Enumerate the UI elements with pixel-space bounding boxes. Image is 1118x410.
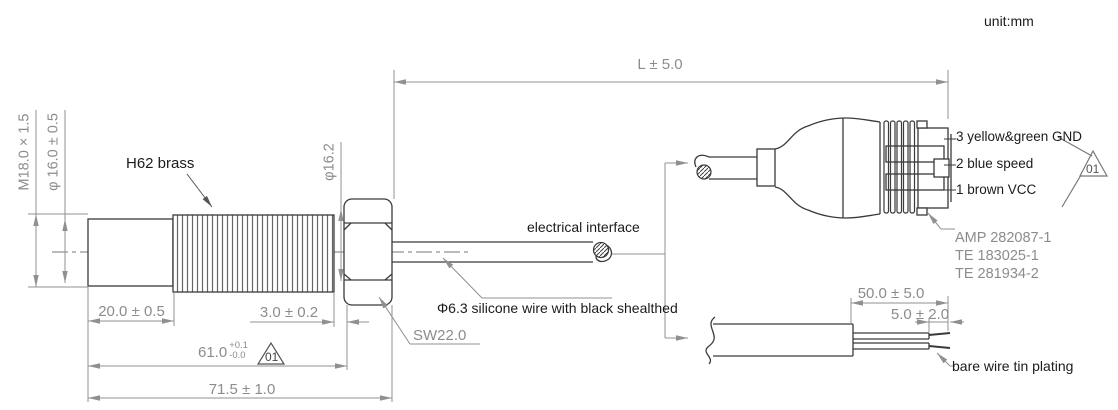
revision-flag-thread: [256, 341, 286, 365]
dimension-stripped-length: [850, 296, 949, 331]
tol-minus: -0.0: [229, 349, 246, 361]
probe-body: [87, 218, 174, 287]
center-tab: [933, 158, 950, 178]
thread-section: [172, 214, 335, 293]
tinned-tip-top: [928, 332, 951, 336]
latch-bar-bottom: [885, 173, 945, 191]
revision-flag-thread-label: 01: [265, 350, 279, 364]
dimension-thread-spec: [28, 110, 88, 288]
thread-length-value: 61.0: [198, 344, 228, 361]
cable-curl: [595, 244, 613, 263]
leader-wrench-size: [378, 296, 480, 345]
dimension-cable-length: [393, 70, 949, 199]
dim-label-probe-diameter: φ 16.0 ± 0.5: [45, 113, 62, 191]
cable-spec-label: Φ6.3 silicone wire with black shealthed: [437, 300, 678, 316]
hex-nut: [343, 198, 393, 306]
pin1-label: 1 brown VCC: [956, 182, 1037, 197]
sensor-cable: [392, 241, 613, 263]
pigtail-cut-end-icon: [696, 164, 712, 180]
wrench-size-label: SW22.0: [413, 327, 467, 344]
revision-flag-connector: [1057, 136, 1109, 208]
connector-ribs: [883, 120, 916, 214]
dimension-tinned-length: [915, 318, 964, 332]
break-line: [705, 316, 716, 365]
pin2-label: 2 blue speed: [956, 156, 1034, 171]
part-number-1: AMP 282087-1: [955, 230, 1052, 246]
leader-cable-spec: [442, 257, 612, 299]
revision-flag-connector-label: 01: [1086, 162, 1100, 176]
stripped-cable-view: [705, 316, 951, 365]
detail-branch-lines: [612, 160, 688, 341]
part-number-3: TE 281934-2: [955, 266, 1039, 282]
pigtail-hook: [694, 154, 710, 168]
pin3-label: 3 yellow&green GND: [956, 129, 1083, 144]
material-label: H62 brass: [126, 155, 195, 172]
thread-length-tolerance: +0.1 -0.0: [229, 339, 248, 361]
leader-bare-wire: [936, 352, 955, 367]
connector-boot: [756, 117, 881, 219]
dimension-probe-length: [87, 286, 175, 402]
connector-pigtail: [694, 154, 757, 180]
dim-label-thread-spec: M18.0 × 1.5: [16, 113, 33, 191]
dimension-shoulder: [250, 292, 369, 327]
dim-label-hex-bore: φ16.2: [321, 143, 338, 181]
bare-wire-label: bare wire tin plating: [952, 358, 1074, 374]
dim-label-probe-length: 20.0 ± 0.5: [98, 303, 165, 320]
unit-label: unit:mm: [984, 13, 1034, 29]
dimension-body-length: [88, 305, 393, 402]
dim-label-body-length: 71.5 ± 1.0: [208, 381, 276, 398]
dim-label-stripped-length: 50.0 ± 5.0: [857, 285, 925, 302]
leader-material: [186, 173, 213, 208]
leader-part-numbers: [927, 212, 955, 230]
dim-label-thread-length: 61.0 +0.1 -0.0: [198, 339, 248, 361]
dim-label-shoulder: 3.0 ± 0.2: [259, 304, 319, 321]
part-number-2: TE 183025-1: [955, 248, 1039, 264]
electrical-interface-label: electrical interface: [527, 219, 640, 235]
dim-label-cable-length: L ± 5.0: [637, 56, 683, 73]
dimension-thread-length: [88, 327, 348, 370]
tol-plus: +0.1: [229, 339, 248, 351]
cable-cut-end-icon: [592, 241, 610, 259]
latch-bar-top: [885, 145, 945, 163]
tinned-tip-bottom: [928, 345, 951, 349]
dim-label-tinned-length: 5.0 ± 2.0: [890, 306, 950, 323]
connector-head: [885, 120, 956, 216]
